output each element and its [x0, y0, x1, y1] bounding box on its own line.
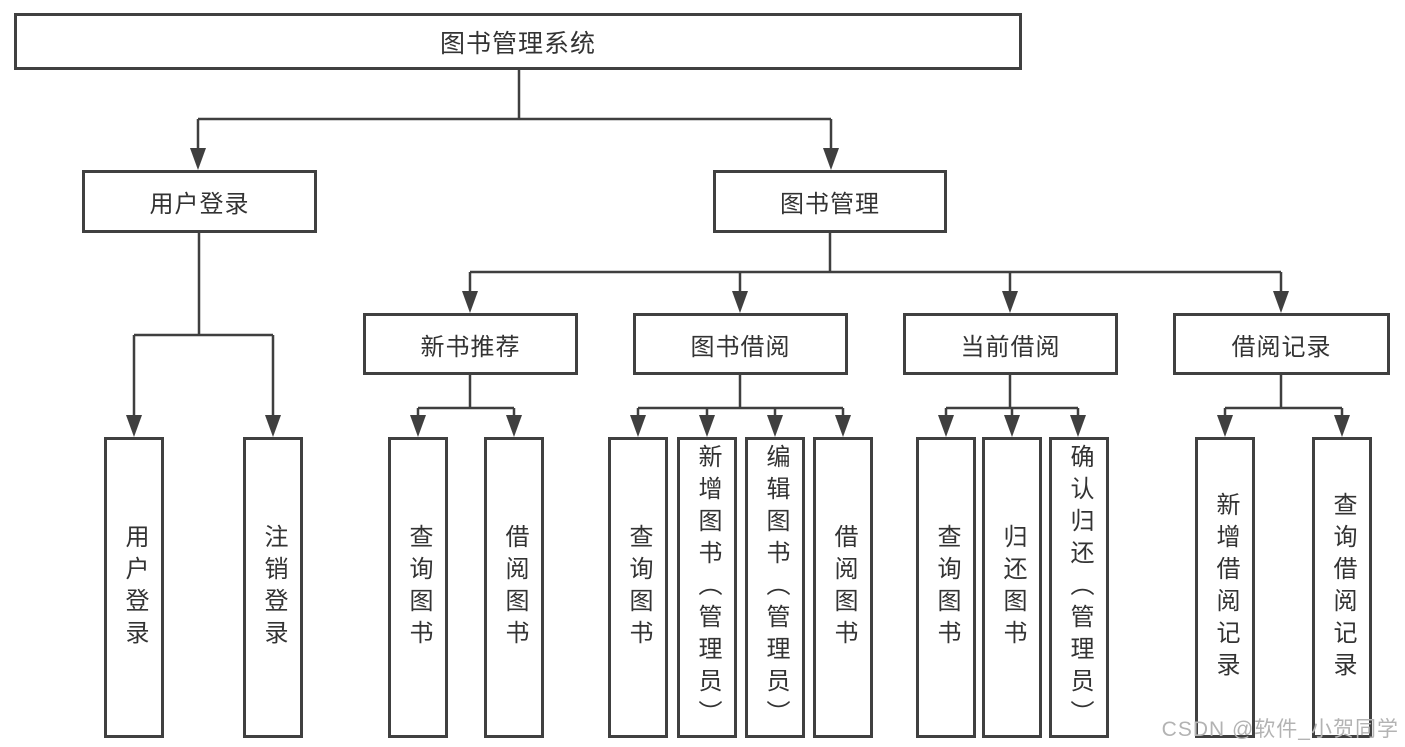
leaf-logout: 注销登录 — [243, 437, 303, 738]
leaf-borrowing-borrow: 借阅图书 — [813, 437, 873, 738]
leaf-records-add: 新增借阅记录 — [1195, 437, 1255, 738]
node-user-login: 用户登录 — [82, 170, 317, 233]
leaf-newbooks-borrow-label: 借阅图书 — [501, 523, 528, 652]
leaf-current-return-label: 归还图书 — [999, 523, 1026, 652]
leaf-records-query-label: 查询借阅记录 — [1329, 491, 1356, 684]
node-current-borrowing-label: 当前借阅 — [960, 333, 1061, 361]
node-current-borrowing: 当前借阅 — [903, 313, 1118, 375]
leaf-records-query: 查询借阅记录 — [1312, 437, 1372, 738]
leaf-borrowing-add-label: 新增图书（管理员） — [694, 443, 721, 732]
node-new-book-recommend-label: 新书推荐 — [420, 333, 521, 361]
node-borrowing-records: 借阅记录 — [1173, 313, 1390, 375]
node-book-borrowing-label: 图书借阅 — [690, 333, 791, 361]
leaf-user-login: 用户登录 — [104, 437, 164, 738]
leaf-borrowing-edit-label: 编辑图书（管理员） — [762, 443, 789, 732]
node-book-management-label: 图书管理 — [780, 191, 880, 218]
leaf-borrowing-query: 查询图书 — [608, 437, 668, 738]
leaf-borrowing-edit: 编辑图书（管理员） — [745, 437, 805, 738]
leaf-current-query: 查询图书 — [916, 437, 976, 738]
node-root-label: 图书管理系统 — [439, 29, 596, 58]
node-user-login-label: 用户登录 — [149, 191, 250, 218]
leaf-borrowing-query-label: 查询图书 — [625, 523, 652, 652]
leaf-newbooks-query-label: 查询图书 — [405, 523, 432, 652]
leaf-current-confirm: 确认归还（管理员） — [1049, 437, 1109, 738]
node-root: 图书管理系统 — [14, 13, 1022, 70]
node-new-book-recommend: 新书推荐 — [363, 313, 578, 375]
leaf-newbooks-query: 查询图书 — [388, 437, 448, 738]
node-borrowing-records-label: 借阅记录 — [1231, 333, 1332, 361]
leaf-records-add-label: 新增借阅记录 — [1212, 491, 1239, 684]
node-book-management: 图书管理 — [713, 170, 947, 233]
leaf-current-return: 归还图书 — [982, 437, 1042, 738]
leaf-current-query-label: 查询图书 — [933, 523, 960, 652]
leaf-borrowing-add: 新增图书（管理员） — [677, 437, 737, 738]
leaf-newbooks-borrow: 借阅图书 — [484, 437, 544, 738]
leaf-borrowing-borrow-label: 借阅图书 — [830, 523, 857, 652]
leaf-current-confirm-label: 确认归还（管理员） — [1066, 443, 1093, 732]
csdn-watermark: CSDN @软件_小贺同学 — [1161, 718, 1399, 741]
node-book-borrowing: 图书借阅 — [633, 313, 848, 375]
leaf-user-login-label: 用户登录 — [121, 523, 148, 652]
leaf-logout-label: 注销登录 — [260, 523, 287, 652]
